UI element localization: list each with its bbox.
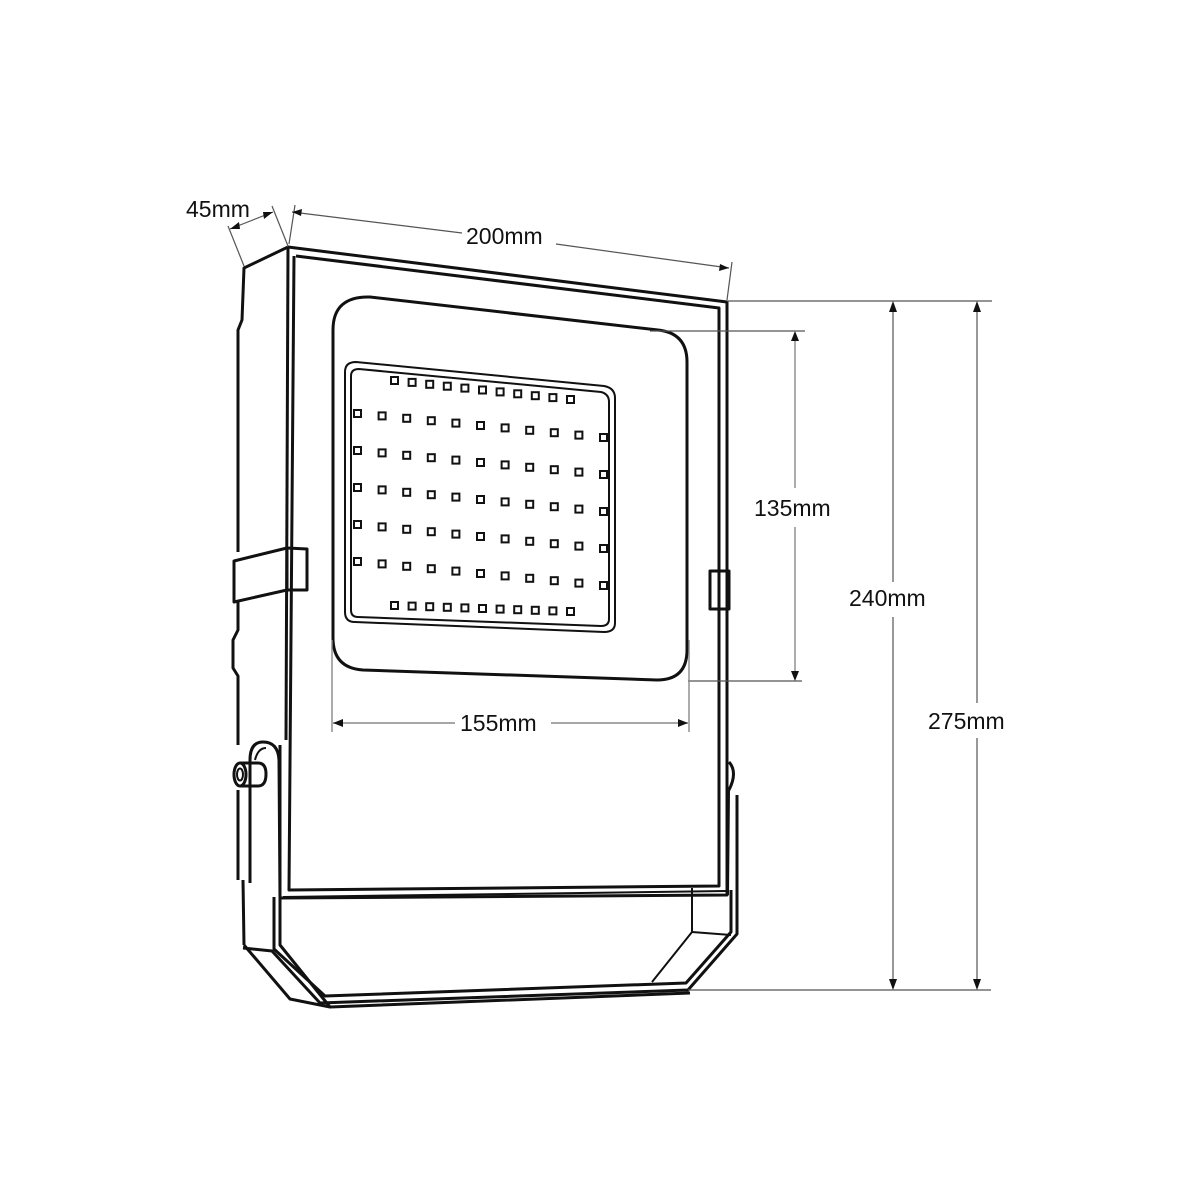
led-chip [460,383,470,393]
lens-frame [331,295,689,682]
led-chip [549,465,559,475]
led-chip [525,499,535,509]
led-chip [599,581,608,590]
led-chip [460,603,470,613]
led-chip [599,470,608,479]
led-chip [451,455,461,465]
led-chip [407,601,417,611]
led-chip [402,524,412,534]
led-chip [530,391,540,401]
right-clip [708,569,731,611]
led-chip [500,460,510,470]
led-chip [426,564,436,574]
led-chip [513,389,523,399]
led-chip [574,467,584,477]
led-chip [530,605,540,615]
led-chip [377,485,387,495]
led-chip [500,497,510,507]
led-chip [574,430,584,440]
side-face [231,245,289,946]
led-chip [478,385,487,395]
dimension-body-height: 240mm [727,300,992,990]
led-chip [548,606,558,616]
led-chip [500,423,510,433]
led-chip [451,492,461,502]
led-chip [402,561,412,571]
led-chip [476,421,485,430]
dimension-total-height: 275mm [688,301,1005,991]
dimension-panel-height: 135mm [650,330,831,682]
right-knob [727,760,735,896]
led-chip [500,571,510,581]
led-chip [402,450,412,460]
total-height-label: 275mm [928,708,1005,734]
led-chip [425,379,435,389]
led-chip [377,411,387,421]
panel-width-label: 155mm [460,710,537,736]
led-chip [574,504,584,514]
led-chip [390,376,399,385]
led-chip [500,534,510,544]
led-chip [476,532,485,541]
led-chip [495,604,505,614]
led-chip [390,601,399,610]
led-chip [442,602,452,612]
led-chip [525,536,535,546]
led-chip [402,487,412,497]
width-label: 200mm [466,223,543,249]
led-chip [353,409,362,418]
led-panel-inner [350,368,610,627]
dimension-width: 200mm [288,204,733,301]
led-chip [377,522,387,532]
led-chip [599,507,608,516]
led-chip [426,490,436,500]
led-chip [566,395,575,404]
led-chip [377,448,387,458]
led-panel-outer [344,361,616,633]
led-chip [495,387,505,397]
dimension-panel-width: 155mm [331,640,690,736]
led-chip [451,418,461,428]
pivot-bolt-icon [232,761,268,788]
led-chip [476,569,485,578]
body-height-label: 240mm [849,585,926,611]
led-chip [353,520,362,529]
led-chip [525,573,535,583]
led-chip [549,576,559,586]
led-chip [426,527,436,537]
dimension-depth: 45mm [186,196,289,267]
led-chip [426,416,436,426]
led-chip [525,462,535,472]
led-chip [549,502,559,512]
led-chip [574,578,584,588]
led-chip [513,605,523,615]
led-chip [451,566,461,576]
panel-height-label: 135mm [754,495,831,521]
led-chip [478,604,487,613]
depth-label: 45mm [186,196,250,222]
led-chip [476,458,485,467]
led-chip [476,495,485,504]
led-chip [566,607,575,616]
led-chip [353,446,362,455]
led-chip [407,377,417,387]
led-chip [549,428,559,438]
mounting-bracket [232,740,739,1009]
led-chip [377,559,387,569]
led-chip [574,541,584,551]
led-array [353,376,608,616]
led-chip [402,413,412,423]
led-chip [599,544,608,553]
led-chip [353,557,362,566]
led-chip [426,453,436,463]
led-chip [599,433,608,442]
led-chip [549,539,559,549]
led-chip [425,602,435,612]
led-chip [548,393,558,403]
led-chip [451,529,461,539]
led-chip [353,483,362,492]
left-clip [232,546,309,604]
led-chip [442,381,452,391]
led-chip [525,425,535,435]
